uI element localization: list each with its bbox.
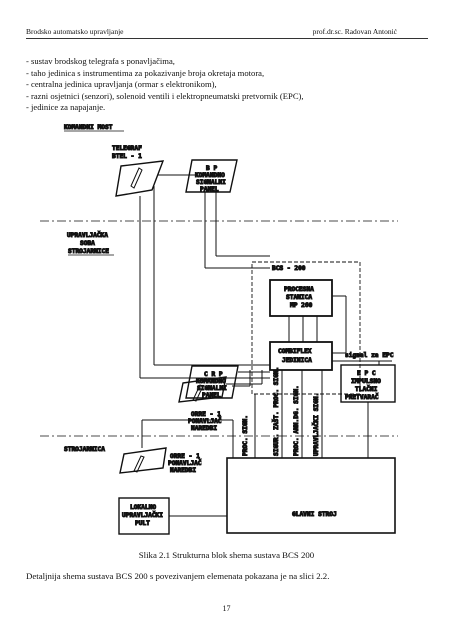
zone-label-ecr: UPRAVLJAČKA [67, 230, 108, 239]
bullet-list: - sustav brodskog telegrafa s ponavljači… [26, 56, 304, 114]
epc-signal-label: signal za EPC [345, 351, 394, 359]
telegraph-symbol [115, 160, 165, 197]
telegraph-lever-icon [130, 167, 143, 189]
orre-er-symbol [119, 447, 167, 474]
zone-label-ecr: STROJARNICE [68, 248, 109, 255]
crp-panel-label: C R P [204, 371, 223, 378]
signal-label: SIGUR. ZAŠT. PROC. SIGN. [271, 367, 280, 456]
telegraph-label: BTEL - 1 [112, 153, 142, 160]
figure-caption: Slika 2.1 Strukturna blok shema sustava … [138, 550, 315, 560]
bp-panel-label: KOMANDNO [195, 172, 225, 179]
process-station-label: MP 260 [290, 302, 313, 309]
bullet-item: - sustav brodskog telegrafa s ponavljači… [26, 56, 175, 66]
signal-label: UPRAVLJAČKI SIGN. [311, 393, 320, 456]
orre-ecr-label: ORRE - 1 [191, 411, 221, 418]
signal-label: PROC. SIGN. [242, 415, 249, 456]
orre-er-label: ORRE - 1 [170, 453, 200, 460]
bp-panel-label: PANEL [200, 186, 219, 193]
crp-panel-label: SIGNALNI [197, 385, 227, 392]
bullet-item: - centralna jedinica upravljanja (ormar … [26, 79, 217, 89]
local-panel-label: LOKALNO [130, 504, 156, 511]
zone-label-bridge: KOMANDNI MOST [64, 124, 113, 131]
orre-lever-icon [192, 384, 204, 402]
bullet-item: - jedinice za napajanje. [26, 102, 106, 112]
orre-lever-icon [133, 455, 145, 473]
process-station-block [269, 279, 333, 317]
signal-label: PROC. ANN.DG. SIGN. [293, 385, 300, 456]
zone-label-engine-room: STROJARNICA [64, 446, 105, 453]
body-paragraph: Detaljnija shema sustava BCS 200 s povez… [26, 571, 330, 581]
epc-label: PRETVARAČ [345, 392, 379, 401]
orre-ecr-label: NAREDBI [191, 425, 217, 432]
crp-panel-label: PANEL [202, 392, 221, 399]
combiflex-block [269, 341, 333, 371]
epc-label: E P C [357, 370, 376, 377]
header-rule [26, 38, 428, 39]
process-station-label: PROCESNA [284, 286, 314, 293]
local-panel-label: UPRAVLJAČKI [122, 510, 163, 519]
combiflex-label: JEDINICA [282, 357, 312, 364]
bp-panel-block [185, 159, 238, 193]
local-panel-label: PULT [135, 520, 150, 527]
bcs200-label: BCS - 200 [272, 265, 306, 272]
epc-label: TLAČNI [355, 384, 378, 393]
main-engine-label: GLAVNI STROJ [292, 511, 337, 518]
orre-er-label: PONAVLJAČ [168, 458, 202, 467]
bullet-item: - razni osjetnici (senzori), solenoid ve… [26, 90, 304, 101]
epc-label: IMPULSNO [351, 378, 381, 385]
bullet-item: - taho jedinica s instrumentima za pokaz… [26, 67, 265, 78]
page-number: 17 [222, 604, 231, 613]
bp-panel-label: SIGNALNI [196, 179, 226, 186]
process-station-label: STANICA [286, 294, 312, 301]
telegraph-label: TELEGRAF [112, 145, 142, 152]
combiflex-label: COMBIFLEX [278, 348, 312, 355]
header-right-author: prof.dr.sc. Radovan Antonić [312, 27, 397, 36]
crp-panel-label: KOMANDNO [196, 378, 226, 385]
header-left-title: Brodsko automatsko upravljanje [26, 27, 124, 36]
zone-label-ecr: SOBA [80, 240, 95, 247]
crp-panel-block [185, 365, 239, 399]
bp-panel-label: B P [206, 165, 217, 172]
orre-ecr-symbol [178, 376, 227, 403]
bcs200-enclosure [251, 261, 361, 395]
main-engine-block [226, 457, 396, 534]
orre-er-label: NAREDBI [170, 467, 196, 474]
